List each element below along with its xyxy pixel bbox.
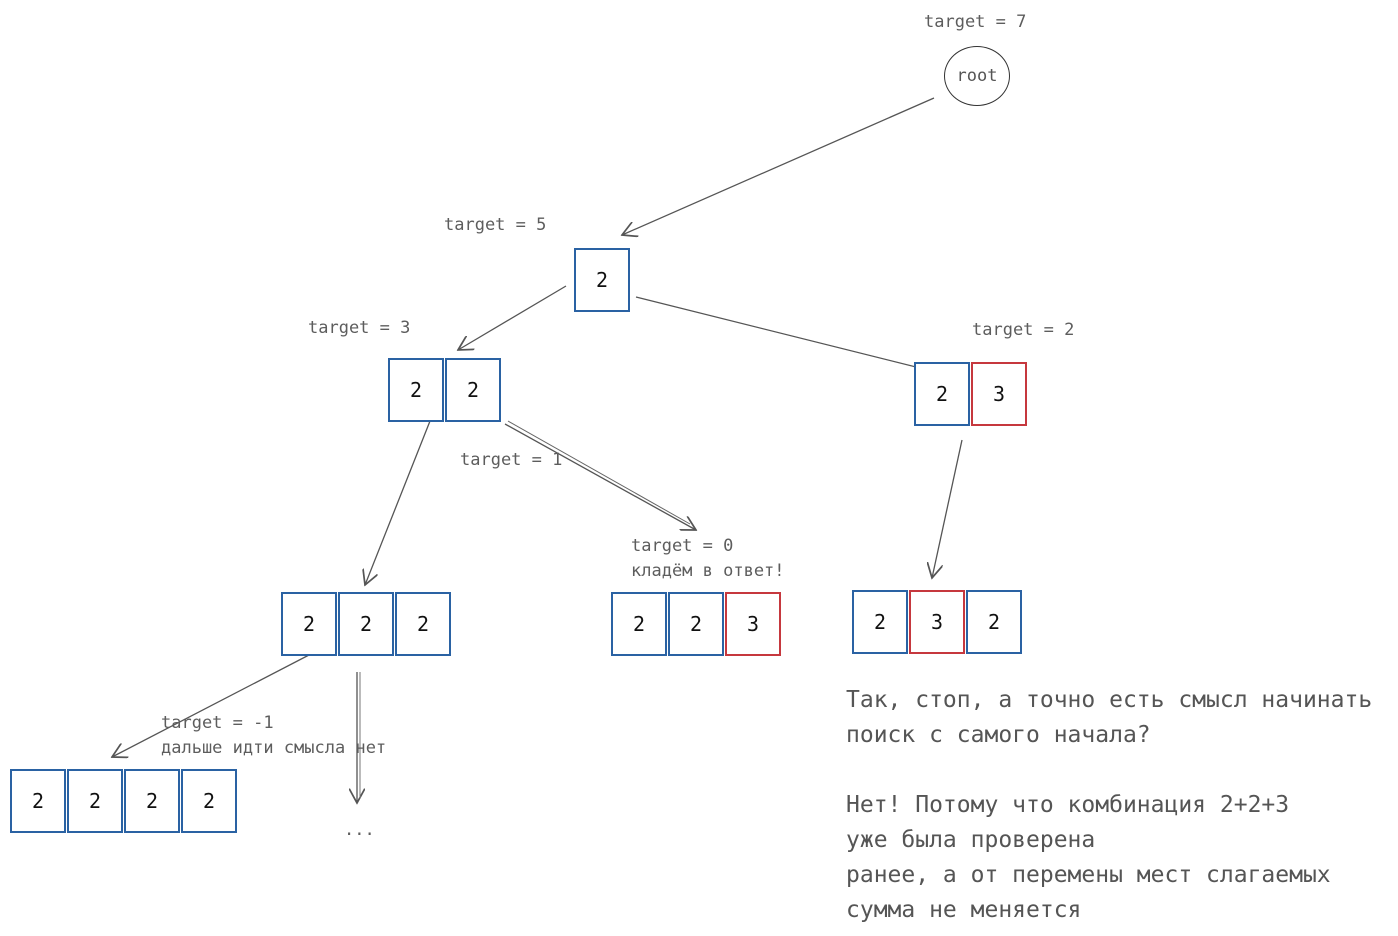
node1-cell-1: 2 (574, 248, 630, 312)
node7-cell-3: 2 (124, 769, 180, 833)
cell-value: 2 (689, 612, 703, 636)
cell-value: 2 (145, 789, 159, 813)
note-answer-1: Нет! Потому что комбинация 2+2+3 (846, 792, 1290, 818)
cell-value: 2 (31, 789, 45, 813)
node1-target-label: target = 5 (444, 215, 547, 235)
edge-n1-n2 (458, 285, 567, 350)
note-answer-3: ранее, а от перемены мест слагаемых (846, 862, 1331, 888)
edge-n2-n5 (504, 423, 696, 530)
node5-cell-3: 3 (725, 592, 781, 656)
root-node: root (944, 46, 1010, 106)
root-target-label: target = 7 (924, 12, 1027, 32)
cell-value: 2 (302, 612, 316, 636)
edge-n3-n6 (932, 439, 963, 578)
note-question-1: Так, стоп, а точно есть смысл начинать (846, 687, 1373, 713)
node3-cell-1: 2 (914, 362, 970, 426)
cell-value: 2 (466, 378, 480, 402)
node4-cell-3: 2 (395, 592, 451, 656)
cell-value: 2 (873, 610, 887, 634)
note-answer-4: сумма не меняется (846, 897, 1082, 923)
node4-cell-2: 2 (338, 592, 394, 656)
cell-value: 2 (409, 378, 423, 402)
cell-value: 2 (416, 612, 430, 636)
cell-value: 2 (202, 789, 216, 813)
cell-value: 2 (935, 382, 949, 406)
node7-cell-2: 2 (67, 769, 123, 833)
node5-target-label: target = 0 (631, 536, 734, 556)
root-label: root (956, 66, 998, 86)
cell-value: 3 (930, 610, 944, 634)
node6-cell-3: 2 (966, 590, 1022, 654)
edge-n2-n4 (365, 415, 433, 585)
node7-target-label: target = -1 (161, 713, 274, 733)
node7-cell-1: 2 (10, 769, 66, 833)
node5-cell-1: 2 (611, 592, 667, 656)
edge-n4-n7 (112, 640, 337, 757)
node7-caption: дальше идти смысла нет (161, 738, 387, 758)
cell-value: 2 (359, 612, 373, 636)
edge-n1-n3 (635, 296, 952, 376)
node4-cell-1: 2 (281, 592, 337, 656)
node5-cell-2: 2 (668, 592, 724, 656)
node2-target-label: target = 3 (308, 318, 411, 338)
cell-value: 3 (746, 612, 760, 636)
note-question-2: поиск с самого начала? (846, 722, 1151, 748)
edge-target-label: target = 1 (460, 450, 563, 470)
cell-value: 2 (88, 789, 102, 813)
cell-value: 2 (595, 268, 609, 292)
node3-target-label: target = 2 (972, 320, 1075, 340)
note-answer-2: уже была проверена (846, 827, 1096, 853)
node7-cell-4: 2 (181, 769, 237, 833)
node5-caption: кладём в ответ! (631, 561, 785, 581)
edge-root-n1 (622, 97, 935, 235)
cell-value: 3 (992, 382, 1006, 406)
cell-value: 2 (632, 612, 646, 636)
node3-cell-2: 3 (971, 362, 1027, 426)
node6-cell-2: 3 (909, 590, 965, 654)
cell-value: 2 (987, 610, 1001, 634)
node2-cell-1: 2 (388, 358, 444, 422)
node6-cell-1: 2 (852, 590, 908, 654)
node2-cell-2: 2 (445, 358, 501, 422)
ellipsis: ... (344, 820, 375, 840)
